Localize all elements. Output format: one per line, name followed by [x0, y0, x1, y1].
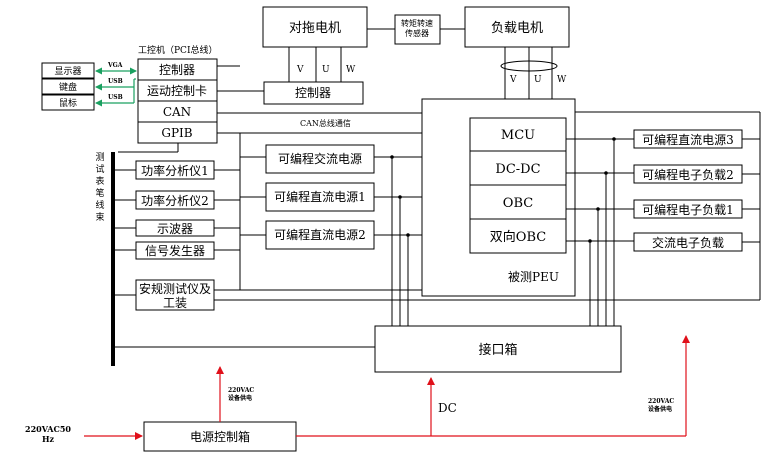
torque-sensor: 转矩转速传感器 — [394, 14, 441, 45]
ac-electronic-load: 交流电子负载 — [652, 235, 724, 250]
phase-u-mark: V — [296, 65, 304, 75]
peu-under-test: MCU DC-DC OBC 双向OBC 被测PEU — [421, 98, 576, 297]
oscilloscope: 示波器 — [157, 222, 193, 236]
motor-controller: 控制器 — [263, 81, 364, 105]
interface-box: 接口箱 — [374, 325, 622, 373]
peripheral-display: 显示器 — [54, 66, 81, 77]
programmable-dc-source-3: 可编程直流电源3 — [642, 132, 734, 147]
peu-label: 被测PEU — [508, 270, 559, 284]
programmable-dc-source-2: 可编程直流电源2 — [274, 227, 366, 242]
safety-tester-label: 安规测试仪及工装 — [139, 281, 211, 310]
ipc-stack: 控制器 运动控制卡 CAN GPIB — [137, 58, 218, 144]
peu-module-obc: OBC — [503, 196, 533, 211]
phase-v-mark: U — [322, 65, 330, 75]
power-analyzer-2: 功率分析仪2 — [141, 193, 209, 208]
programmable-electronic-load-2: 可编程电子负载2 — [642, 167, 734, 182]
phase-w-mark-load: W — [557, 75, 567, 85]
dc-label: DC — [438, 401, 457, 415]
current-sensor-ring — [500, 60, 558, 72]
phase-v-mark-load: V — [509, 75, 517, 85]
power-analyzer-1: 功率分析仪1 — [141, 163, 209, 178]
signal-generator: 信号发生器 — [145, 243, 205, 258]
phase-u-mark-load: U — [534, 75, 542, 85]
drag-motor: 对拖电机 — [262, 6, 368, 48]
power-source-stack: 可编程交流电源 可编程直流电源1 可编程直流电源2 — [265, 144, 375, 250]
instrument-stack: 功率分析仪1 功率分析仪2 示波器 信号发生器 — [135, 160, 215, 260]
right-device-stack: 可编程直流电源3 可编程电子负载2 可编程电子负载1 交流电子负载 — [633, 129, 743, 252]
peu-module-bidirectional-obc: 双向OBC — [490, 229, 546, 245]
ipc-item-motion-card: 运动控制卡 — [147, 84, 207, 98]
peu-module-dcdc: DC-DC — [495, 162, 540, 177]
usb-link-label-1: USB — [108, 78, 123, 85]
safety-tester: 安规测试仪及工装 — [135, 279, 215, 311]
test-bundle-label: 测试表笔线束 — [95, 152, 104, 223]
phase-w-mark: W — [346, 65, 356, 75]
peu-module-mcu: MCU — [501, 128, 535, 143]
load-motor: 负载电机 — [464, 6, 570, 48]
drag-motor-label: 对拖电机 — [289, 21, 341, 36]
torque-sensor-label: 转矩转速传感器 — [401, 18, 433, 38]
power-control-box: 电源控制箱 — [143, 421, 297, 452]
programmable-ac-source: 可编程交流电源 — [278, 151, 362, 166]
can-bus-label: CAN总线通信 — [300, 118, 351, 128]
power-control-box-label: 电源控制箱 — [190, 429, 250, 444]
ipc-title: 工控机（PCI总线） — [138, 44, 218, 56]
motor-controller-label: 控制器 — [295, 86, 331, 100]
usb-link-label-2: USB — [108, 94, 123, 101]
peripheral-mouse: 鼠标 — [59, 97, 77, 109]
ipc-item-controller: 控制器 — [159, 63, 195, 77]
ipc-item-gpib: GPIB — [161, 126, 192, 140]
peripheral-keyboard: 键盘 — [59, 81, 77, 93]
programmable-electronic-load-1: 可编程电子负载1 — [642, 202, 734, 217]
vga-link-label: VGA — [107, 62, 123, 69]
load-motor-label: 负载电机 — [491, 21, 543, 36]
ipc-item-can: CAN — [163, 105, 191, 119]
peripheral-stack: 显示器 键盘 鼠标 — [41, 62, 95, 111]
interface-box-label: 接口箱 — [478, 342, 517, 358]
programmable-dc-source-1: 可编程直流电源1 — [274, 189, 366, 204]
